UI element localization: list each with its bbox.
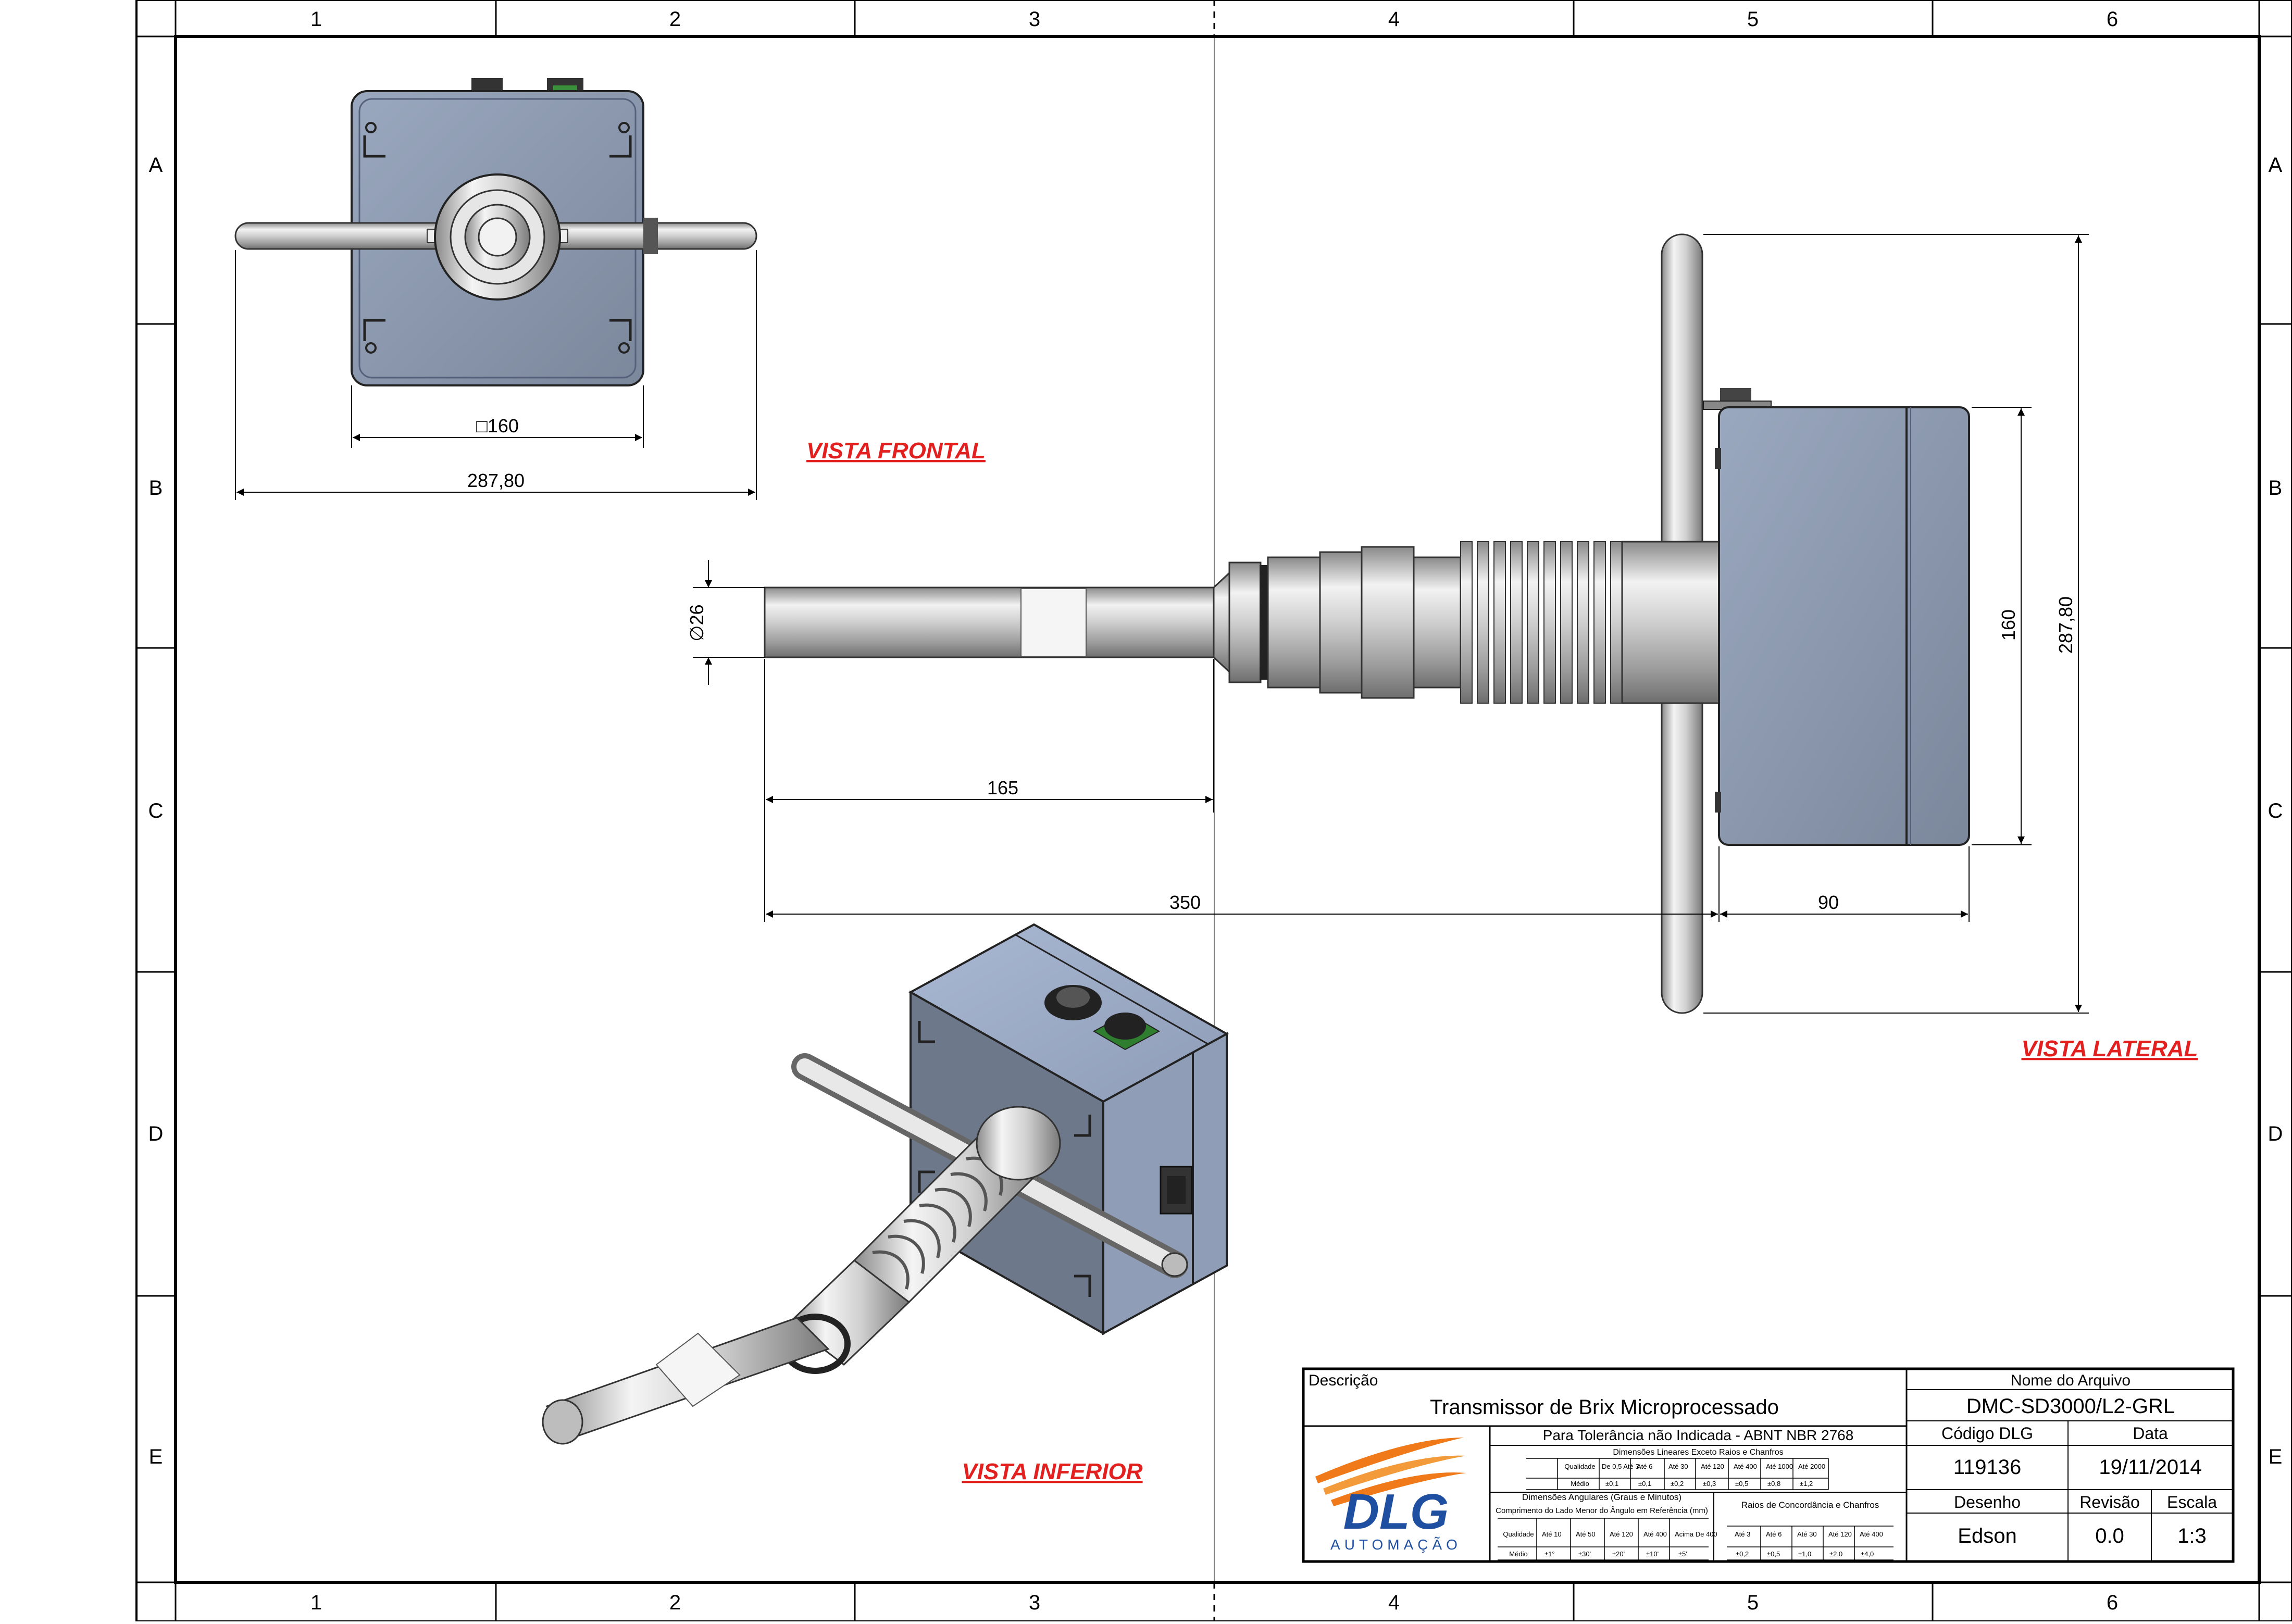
linear-header-5: Até 400 — [1734, 1463, 1757, 1470]
dim-total-length: 350 — [1169, 892, 1201, 913]
view-title-inferior: VISTA INFERIOR — [962, 1459, 1142, 1484]
col-label-bottom-3: 3 — [1029, 1591, 1040, 1614]
angular-value-1: ±1° — [1544, 1550, 1555, 1558]
row-label-left-a: A — [149, 154, 163, 177]
front-view: □160 287,80 VISTA FRONTAL — [234, 78, 986, 500]
linear-header-2: Até 6 — [1637, 1463, 1652, 1470]
radius-title: Raios de Concordância e Chanfros — [1741, 1500, 1879, 1510]
col-label-top-5: 5 — [1747, 8, 1759, 31]
descricao: Transmissor de Brix Microprocessado — [1430, 1396, 1779, 1419]
radius-header-4: Até 120 — [1828, 1530, 1852, 1538]
radius-value-4: ±2,0 — [1829, 1550, 1842, 1558]
inferior-view: VISTA INFERIOR — [542, 923, 1229, 1484]
linear-title: Dimensões Lineares Exceto Raios e Chanfr… — [1613, 1448, 1783, 1457]
tolerance-title: Para Tolerância não Indicada - ABNT NBR … — [1543, 1427, 1854, 1443]
angular-sub: Comprimento do Lado Menor do Ângulo em R… — [1496, 1506, 1708, 1515]
linear-qualidade-label: Qualidade — [1564, 1463, 1595, 1470]
dim-box-height: 160 — [1998, 609, 2019, 641]
codigo: 119136 — [1953, 1456, 2022, 1479]
row-label-left-e: E — [149, 1445, 163, 1468]
desenho-label: Desenho — [1954, 1493, 2021, 1511]
escala: 1:3 — [2177, 1525, 2207, 1547]
radius-value-1: ±0,2 — [1736, 1550, 1749, 1558]
linear-header-1: De 0,5 Até 3 — [1602, 1463, 1639, 1470]
linear-medio-label: Médio — [1571, 1480, 1589, 1488]
angular-header-5: Acima De 400 — [1675, 1530, 1717, 1538]
angular-medio-label: Médio — [1509, 1550, 1527, 1558]
row-label-right-e: E — [2269, 1445, 2283, 1468]
linear-value-1: ±0,1 — [1605, 1480, 1618, 1488]
dim-front-box: □160 — [476, 415, 519, 436]
dim-probe-length: 165 — [987, 777, 1018, 798]
linear-value-4: ±0,3 — [1703, 1480, 1716, 1488]
linear-value-6: ±0,8 — [1767, 1480, 1780, 1488]
angular-value-2: ±30' — [1578, 1550, 1591, 1558]
radius-value-3: ±1,0 — [1798, 1550, 1811, 1558]
angular-title: Dimensões Angulares (Graus e Minutos) — [1522, 1492, 1681, 1502]
row-label-right-c: C — [2268, 799, 2283, 822]
row-label-right-b: B — [2269, 477, 2283, 499]
angular-value-4: ±10' — [1646, 1550, 1659, 1558]
dim-total-height: 287,80 — [2055, 596, 2076, 654]
linear-value-7: ±1,2 — [1800, 1480, 1813, 1488]
linear-value-3: ±0,2 — [1671, 1480, 1684, 1488]
radius-header-1: Até 3 — [1735, 1530, 1750, 1538]
col-label-bottom-2: 2 — [669, 1591, 681, 1614]
data-label: Data — [2133, 1424, 2168, 1443]
col-label-top-3: 3 — [1029, 8, 1040, 31]
angular-header-4: Até 400 — [1643, 1530, 1667, 1538]
col-label-bottom-4: 4 — [1388, 1591, 1400, 1614]
angular-header-2: Até 50 — [1576, 1530, 1596, 1538]
linear-header-6: Até 1000 — [1766, 1463, 1793, 1470]
dim-box-depth: 90 — [1818, 892, 1839, 913]
data-value: 19/11/2014 — [2099, 1456, 2201, 1479]
revisao-label: Revisão — [2079, 1493, 2140, 1511]
codigo-label: Código DLG — [1941, 1424, 2033, 1443]
angular-qualidade-label: Qualidade — [1503, 1530, 1534, 1538]
col-label-bottom-6: 6 — [2107, 1591, 2118, 1614]
lateral-view: ∅26 165 350 90 160 287,80 VISTA LATERAL — [686, 233, 2198, 1061]
logo-tagline: AUTOMAÇÃO — [1330, 1536, 1462, 1553]
angular-value-5: ±5' — [1678, 1550, 1687, 1558]
angular-value-3: ±20' — [1612, 1550, 1625, 1558]
descricao-label: Descrição — [1309, 1372, 1378, 1389]
row-label-left-b: B — [149, 477, 163, 499]
col-label-bottom-1: 1 — [310, 1591, 322, 1614]
revisao: 0.0 — [2095, 1525, 2124, 1547]
radius-value-2: ±0,5 — [1767, 1550, 1780, 1558]
desenho: Edson — [1958, 1525, 2016, 1547]
row-label-left-c: C — [148, 799, 164, 822]
dim-diameter: ∅26 — [686, 604, 707, 641]
row-label-left-d: D — [148, 1122, 164, 1145]
radius-header-3: Até 30 — [1797, 1530, 1817, 1538]
logo-name: DLG — [1343, 1484, 1449, 1540]
col-label-top-2: 2 — [669, 8, 681, 31]
linear-value-5: ±0,5 — [1735, 1480, 1748, 1488]
linear-value-2: ±0,1 — [1638, 1480, 1651, 1488]
nome-arquivo-label: Nome do Arquivo — [2011, 1372, 2131, 1389]
view-title-lateral: VISTA LATERAL — [2022, 1036, 2198, 1061]
linear-header-7: Até 2000 — [1798, 1463, 1825, 1470]
title-block: Descrição Transmissor de Brix Microproce… — [1302, 1367, 2235, 1563]
nome-arquivo: DMC-SD3000/L2-GRL — [1966, 1395, 2175, 1418]
linear-header-3: Até 30 — [1668, 1463, 1688, 1470]
row-label-right-d: D — [2268, 1122, 2283, 1145]
radius-value-5: ±4,0 — [1861, 1550, 1874, 1558]
dim-front-width: 287,80 — [467, 470, 525, 491]
angular-header-1: Até 10 — [1542, 1530, 1562, 1538]
radius-header-5: Até 400 — [1860, 1530, 1883, 1538]
col-label-top-6: 6 — [2107, 8, 2118, 31]
col-label-top-4: 4 — [1388, 8, 1400, 31]
angular-header-3: Até 120 — [1610, 1530, 1633, 1538]
row-label-right-a: A — [2269, 154, 2283, 177]
col-label-top-1: 1 — [310, 8, 322, 31]
escala-label: Escala — [2167, 1493, 2217, 1511]
dlg-logo: DLG AUTOMAÇÃO — [1315, 1438, 1466, 1553]
linear-header-4: Até 120 — [1701, 1463, 1724, 1470]
col-label-bottom-5: 5 — [1747, 1591, 1759, 1614]
view-title-frontal: VISTA FRONTAL — [806, 438, 986, 464]
radius-header-2: Até 6 — [1766, 1530, 1782, 1538]
